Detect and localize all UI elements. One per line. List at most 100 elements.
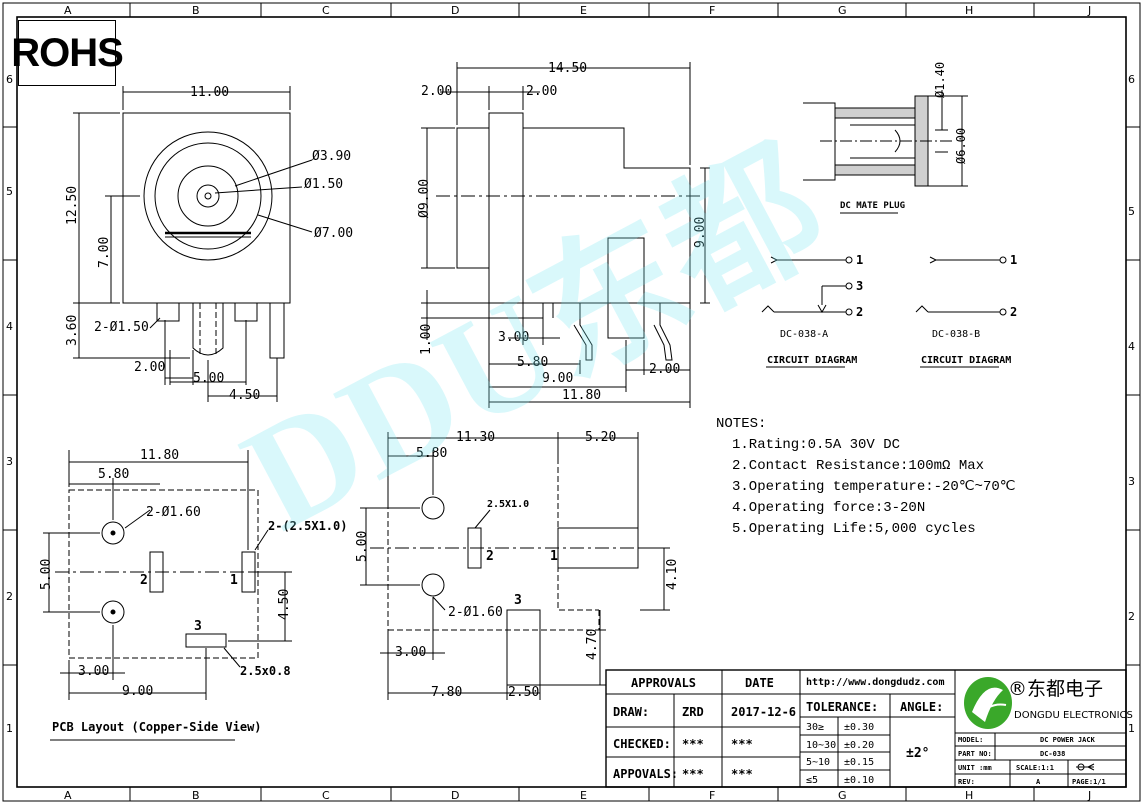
dim-label: 9.00: [542, 371, 574, 386]
dim-label: Ø7.00: [314, 226, 354, 241]
dim-label: 2.00: [421, 84, 453, 99]
note-item: 3.Operating temperature:-20℃~70℃: [732, 479, 1016, 495]
draw-name: ZRD: [682, 705, 704, 719]
tol-value: ±0.30: [844, 722, 875, 733]
col-label: E: [580, 4, 587, 17]
note-item: 1.Rating:0.5A 30V DC: [732, 437, 901, 453]
rohs-badge: ROHS: [11, 20, 124, 86]
dim-label: 11.00: [190, 85, 230, 100]
pcb-title: PCB Layout (Copper-Side View): [52, 720, 262, 734]
dim-label: 3.60: [65, 314, 80, 346]
row-label: 4: [6, 320, 13, 333]
frame-ticks: [3, 3, 1140, 801]
dim-label: 9.00: [693, 216, 708, 248]
scale-label: SCALE:1:1: [1016, 764, 1054, 772]
col-label: A: [64, 789, 72, 802]
pin-label: 2: [1010, 305, 1018, 319]
dim-label: 5.00: [355, 530, 370, 562]
front-view: [73, 86, 313, 402]
col-label: H: [965, 789, 974, 802]
col-label: E: [580, 789, 587, 802]
dim-label: 5.00: [39, 558, 54, 590]
dim-label: 11.80: [562, 388, 602, 403]
dim-label: Ø3.90: [312, 149, 352, 164]
dim-label: 4.70: [585, 628, 600, 660]
side-view: [421, 62, 710, 408]
col-label: J: [1088, 789, 1092, 802]
dim-label: 4.50: [277, 588, 292, 620]
pin-label: 3: [514, 593, 522, 608]
bottom-view: [360, 432, 670, 700]
brand-logo: [964, 677, 1012, 729]
model-value: DC POWER JACK: [1040, 736, 1095, 744]
tolerance-header: TOLERANCE:: [806, 700, 879, 714]
dim-label: 1.00: [419, 323, 434, 355]
dim-label: 5.80: [98, 467, 130, 482]
dim-label: 14.50: [548, 61, 588, 76]
dim-label: 2-(2.5X1.0): [268, 519, 348, 533]
part-value: DC-038: [1040, 750, 1066, 758]
row-label: 1: [6, 722, 13, 735]
col-label: G: [838, 789, 847, 802]
dim-label: 2-Ø1.60: [448, 605, 503, 620]
dim-label: 5.80: [517, 355, 549, 370]
tol-value: ±0.20: [844, 740, 875, 751]
row-label: 3: [6, 455, 13, 468]
col-label: C: [322, 789, 330, 802]
brand-name-cn: ®东都电子: [1008, 678, 1104, 700]
circuit-caption: CIRCUIT DIAGRAM: [767, 355, 858, 366]
rev-value: A: [1036, 778, 1041, 786]
tol-range: 10~30: [806, 740, 837, 751]
row-label: 4: [1128, 340, 1135, 353]
pin-label: 2: [486, 549, 494, 564]
dim-label: 9.00: [122, 684, 154, 699]
note-item: 4.Operating force:3-20N: [732, 500, 926, 516]
checked-label: CHECKED:: [613, 737, 671, 751]
draw-date: 2017-12-6: [731, 705, 797, 719]
part-label: PART NO:: [958, 750, 992, 758]
circuit-b: [915, 256, 1007, 368]
rev-label: REV:: [958, 778, 975, 786]
row-label: 6: [6, 73, 13, 86]
circuit-a: [761, 256, 853, 368]
row-label: 2: [1128, 610, 1135, 623]
date-header: DATE: [745, 676, 774, 690]
dim-label: 5.00: [193, 371, 225, 386]
note-item: 5.Operating Life:5,000 cycles: [732, 521, 976, 537]
dim-label: 3.00: [78, 664, 110, 679]
angle-value: ±2°: [906, 746, 930, 761]
row-label: 1: [1128, 722, 1135, 735]
tol-value: ±0.10: [844, 775, 875, 786]
col-label: G: [838, 4, 847, 17]
dim-label: 11.80: [140, 448, 180, 463]
pin-label: 1: [856, 253, 864, 267]
unit-label: UNIT :mm: [958, 764, 992, 772]
row-label: 5: [6, 185, 13, 198]
pin-label: 3: [856, 279, 864, 293]
appvals-label: APPOVALS:: [613, 767, 679, 781]
dim-label: 5.80: [416, 446, 448, 461]
note-item: 2.Contact Resistance:100mΩ Max: [732, 458, 985, 474]
col-label: F: [709, 789, 716, 802]
dim-label: Ø1.40: [933, 61, 947, 98]
pin-label: 1: [230, 573, 238, 588]
row-label: 3: [1128, 475, 1135, 488]
appvals-date: ***: [731, 767, 753, 781]
dim-label: Ø6.00: [954, 127, 968, 164]
dim-label: 2.00: [649, 362, 681, 377]
dim-label: 3.00: [395, 645, 427, 660]
checked-date: ***: [731, 737, 753, 751]
notes-block: NOTES: 1.Rating:0.5A 30V DC 2.Contact Re…: [716, 414, 1016, 540]
brand-name-en: DONGDU ELECTRONICS: [1014, 710, 1133, 721]
tol-range: ≤5: [806, 775, 819, 786]
plug-caption: DC MATE PLUG: [840, 201, 906, 211]
col-label: F: [709, 4, 716, 17]
row-label: 2: [6, 590, 13, 603]
pin-label: 2: [140, 573, 148, 588]
col-label: C: [322, 4, 330, 17]
checked-name: ***: [682, 737, 704, 751]
col-label: B: [192, 4, 200, 17]
col-label: D: [451, 789, 460, 802]
